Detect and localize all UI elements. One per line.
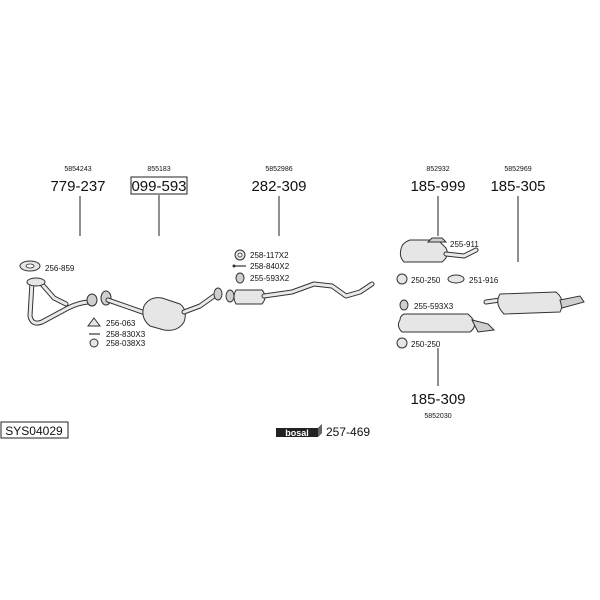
pipe-flange (26, 277, 46, 287)
rear-silencer-185-305[interactable] (483, 291, 585, 315)
gasket-icon (447, 274, 465, 284)
clamp-icon (396, 337, 408, 349)
accessory-label: 250-250 (411, 276, 441, 285)
bosal-number: 257-469 (326, 425, 370, 439)
clamp-250-250-a[interactable]: 250-250 (396, 273, 441, 285)
rubber-255-911[interactable]: 255-911 (426, 237, 479, 249)
pipe-flange (86, 293, 98, 307)
clamp-255-593X3[interactable]: 255-593X3 (399, 299, 454, 311)
flange-icon (213, 287, 223, 301)
accessory-label: 250-250 (411, 340, 441, 349)
accessory-label: 258-830X3 (106, 330, 146, 339)
clamp-icon (396, 273, 408, 285)
rear-silencer-185-999[interactable] (399, 239, 479, 263)
group-185-305[interactable]: 5852969 185-305 (490, 166, 546, 262)
system-code: SYS04029 (0, 421, 69, 439)
part-number-box (130, 176, 188, 195)
gasket-258-117X2[interactable]: 258-117X2 (234, 249, 289, 261)
front-pipe[interactable] (26, 277, 98, 326)
flange-icon (225, 289, 235, 303)
clamp-icon (235, 272, 245, 284)
nut-icon (89, 338, 99, 348)
rear-silencer-185-309[interactable]: 185-309 5852030 (397, 313, 496, 420)
group-part-number: 099-593 (131, 178, 186, 195)
group-ref: 5852030 (424, 413, 451, 420)
group-ref: 5852969 (504, 166, 531, 173)
rubber-mount-icon (426, 237, 448, 243)
accessory-label: 251-916 (469, 276, 499, 285)
gasket-256-859[interactable]: 256-859 (19, 260, 75, 273)
accessory-label: 255-593X3 (414, 302, 454, 311)
clamp-icon (399, 299, 409, 311)
group-part-number: 185-309 (410, 391, 465, 408)
accessory-label: 258-038X3 (106, 339, 146, 348)
group-part-number: 282-309 (251, 178, 306, 195)
group-282-309[interactable]: 5852986 282-309 (251, 166, 307, 236)
system-code-label: SYS04029 (5, 424, 63, 438)
bolt-258-840X2[interactable]: 258-840X2 (232, 262, 290, 271)
bolt-258-830X3[interactable]: 258-830X3 (89, 330, 146, 339)
tailpipe-icon (559, 295, 585, 309)
group-ref: 855183 (147, 166, 170, 173)
group-099-593[interactable]: 855183 099-593 (130, 166, 188, 236)
group-185-999[interactable]: 852932 185-999 (410, 166, 466, 236)
silencer-body (399, 239, 448, 263)
accessory-label: 258-840X2 (250, 262, 290, 271)
accessory-label: 256-063 (106, 319, 136, 328)
group-part-number: 779-237 (50, 178, 105, 195)
bosal-logo-text: bosal (285, 428, 309, 438)
tailpipe-icon (471, 319, 496, 333)
silencer-body (233, 289, 266, 305)
group-part-number: 185-999 (410, 178, 465, 195)
group-ref: 852932 (426, 166, 449, 173)
accessory-label: 255-593X2 (250, 274, 290, 283)
group-779-237[interactable]: 5854243 779-237 (50, 166, 106, 236)
clamp-255-593X2[interactable]: 255-593X2 (235, 272, 290, 284)
group-ref: 5854243 (64, 166, 91, 173)
silencer-body (497, 291, 563, 315)
clamp-256-063[interactable]: 256-063 (87, 317, 136, 328)
bosal-logo (276, 424, 322, 437)
accessory-label: 258-117X2 (250, 251, 289, 260)
clamp-icon (87, 317, 101, 327)
bosal-brand: bosal 257-469 (276, 424, 370, 439)
catalytic-converter[interactable] (100, 287, 223, 331)
group-ref: 5852986 (265, 166, 292, 173)
nut-258-038X3[interactable]: 258-038X3 (89, 338, 146, 348)
group-part-number: 185-305 (490, 178, 545, 195)
silencer-body (397, 313, 476, 333)
accessory-label: 255-911 (450, 240, 479, 249)
centre-silencer[interactable] (225, 281, 375, 305)
accessory-label: 256-859 (45, 264, 75, 273)
clamp-250-250-b[interactable]: 250-250 (396, 337, 441, 349)
gasket-251-916[interactable]: 251-916 (447, 274, 499, 285)
converter-body (142, 297, 186, 331)
